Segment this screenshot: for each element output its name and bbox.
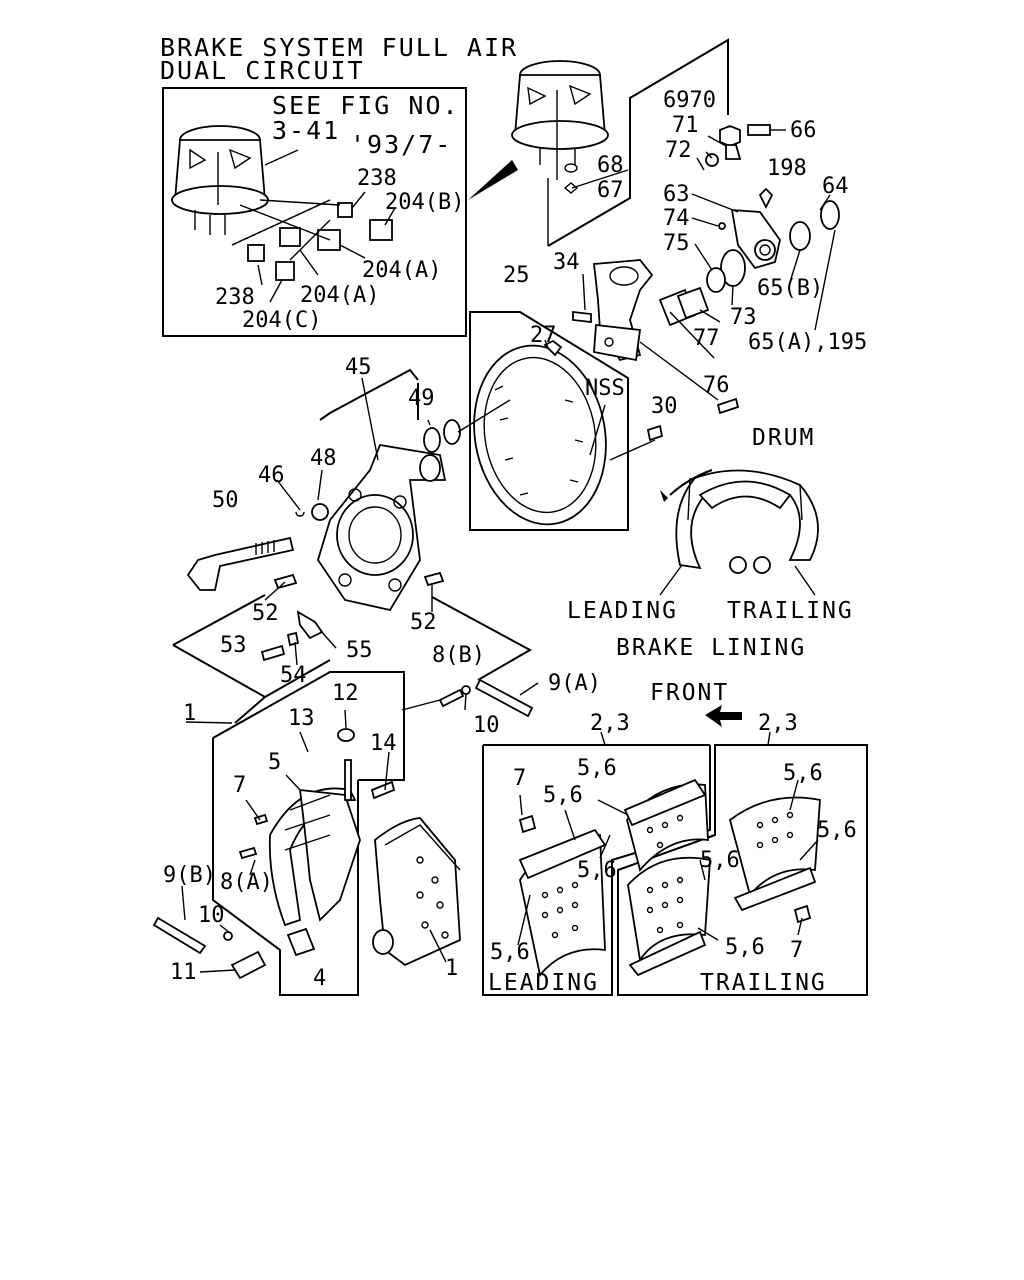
- inset-callout: 204(C): [242, 308, 322, 333]
- callout-label: 14: [370, 731, 397, 756]
- inset-brake-chamber: [171, 125, 269, 235]
- callout-label: 10: [198, 903, 225, 928]
- callout-label: 8(B): [432, 643, 485, 668]
- callout-label: 72: [665, 138, 692, 163]
- callout-label: 67: [597, 178, 624, 203]
- inset-fittings: [231, 199, 393, 281]
- diagram-subtitle: DUAL CIRCUIT: [160, 56, 365, 85]
- callout-label: 65(B): [757, 276, 824, 301]
- callout-label: 5: [268, 750, 282, 775]
- callout-label: 45: [345, 355, 372, 380]
- front-label: FRONT: [650, 680, 730, 706]
- drum-label: DRUM: [752, 425, 816, 451]
- callout-label: 74: [663, 206, 690, 231]
- callout-label: 5,6: [783, 761, 823, 786]
- callout-label: 77: [693, 326, 720, 351]
- callout-label: 76: [703, 373, 730, 398]
- callout-label: 13: [288, 706, 315, 731]
- callout-label: 48: [310, 446, 337, 471]
- slack-adjuster: [696, 124, 840, 293]
- callout-label: 71: [672, 113, 699, 138]
- callout-label: 53: [220, 633, 247, 658]
- leading-label: LEADING: [567, 598, 678, 624]
- callout-label: 66: [790, 118, 817, 143]
- callout-label: 73: [730, 305, 757, 330]
- dust-shield: [473, 339, 664, 526]
- callout-label: 5,6: [725, 935, 765, 960]
- callout-label: 25: [503, 263, 530, 288]
- trailing-linings: [627, 796, 821, 977]
- brake-lining-label: BRAKE LINING: [616, 635, 807, 661]
- box-leading-label: LEADING: [488, 970, 599, 996]
- callout-label: 9(B): [163, 863, 216, 888]
- callout-label: 198: [767, 156, 807, 181]
- camshaft: [186, 503, 329, 591]
- box-trailing-label: TRAILING: [700, 970, 827, 996]
- inset-callout: 238: [215, 285, 255, 310]
- callout-label: 50: [212, 488, 239, 513]
- inset-frame: [162, 87, 467, 337]
- callout-label: 7: [513, 766, 527, 791]
- callout-label: 64: [822, 174, 849, 199]
- diagram-title: BRAKE SYSTEM FULL AIR: [160, 33, 519, 62]
- inset-ref-line1: SEE FIG NO.: [272, 91, 460, 120]
- callout-label: 5,6: [700, 848, 740, 873]
- callout-label: 7: [790, 938, 804, 963]
- callout-label: 68: [597, 153, 624, 178]
- inset-callout: 238: [357, 166, 397, 191]
- callout-label: 30: [651, 394, 678, 419]
- inset-callout: 204(A): [362, 258, 442, 283]
- callout-label: 5,6: [490, 940, 530, 965]
- callout-label: 49: [408, 386, 435, 411]
- front-arrow: [705, 705, 742, 727]
- inset-ref-line3: '93/7-: [350, 130, 453, 159]
- callout-label: 63: [663, 182, 690, 207]
- callout-label: 5,6: [817, 818, 857, 843]
- callout-label: 52: [252, 601, 279, 626]
- pointer-arrow: [468, 160, 518, 200]
- callout-label: 75: [663, 231, 690, 256]
- callout-label: 9(A): [548, 671, 601, 696]
- callout-label: 2,3: [590, 711, 630, 736]
- callout-label: 65(A),195: [748, 330, 868, 355]
- callout-label: 6970: [663, 88, 716, 113]
- callout-label: 54: [280, 663, 307, 688]
- trailing-box-frame: [617, 744, 868, 996]
- callout-label: 34: [553, 250, 580, 275]
- callout-label: 1: [445, 956, 459, 981]
- callout-label: NSS: [585, 376, 625, 401]
- callout-label: 52: [410, 610, 437, 635]
- inset-callout: 204(B): [385, 190, 465, 215]
- brake-shoe: [238, 728, 396, 957]
- trailing-label: TRAILING: [727, 598, 854, 624]
- leading-linings: [518, 778, 709, 978]
- callout-label: 55: [346, 638, 373, 663]
- callout-label: 4: [313, 966, 327, 991]
- callout-label: 12: [332, 681, 359, 706]
- dust-shield-frame: [469, 311, 629, 531]
- callout-label: 5,6: [543, 783, 583, 808]
- brake-lining: [372, 817, 461, 967]
- drum-diagram: [660, 469, 819, 574]
- callout-label: 27: [530, 323, 557, 348]
- callout-label: 5,6: [577, 756, 617, 781]
- inset-callout: 204(A): [300, 283, 380, 308]
- callout-label: 2,3: [758, 711, 798, 736]
- callout-label: 1: [183, 701, 197, 726]
- brake-chamber: [511, 60, 609, 180]
- callout-label: 11: [170, 960, 197, 985]
- callout-label: 46: [258, 463, 285, 488]
- callout-label: 10: [473, 713, 500, 738]
- leading-box-frame: [482, 744, 711, 996]
- callout-label: 7: [233, 773, 247, 798]
- shoe-frame: [212, 671, 405, 996]
- spider: [317, 443, 447, 612]
- inset-ref-line2: 3-41: [272, 116, 341, 145]
- callout-label: 8(A): [220, 870, 273, 895]
- callout-label: 5,6: [577, 858, 617, 883]
